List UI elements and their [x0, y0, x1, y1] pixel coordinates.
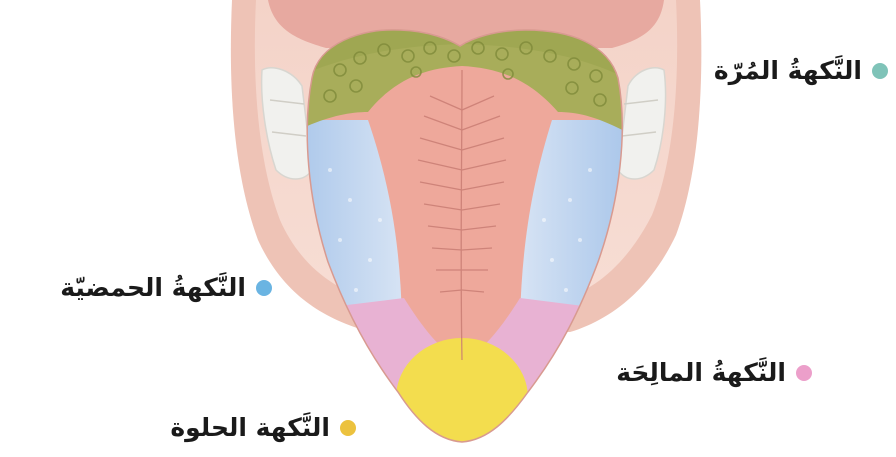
sour-taste-text: النَّكهةُ الحمضيّة [60, 273, 246, 302]
sweet-taste-label: النَّكهة الحلوة [170, 413, 356, 442]
bitter-taste-label: النَّكهةُ المُرّة [714, 56, 888, 85]
salty-taste-text: النَّكهةُ المالِحَة [616, 358, 786, 387]
sweet-dot [340, 420, 356, 436]
salty-taste-label: النَّكهةُ المالِحَة [616, 358, 812, 387]
tongue [290, 20, 630, 457]
sour-dot [256, 280, 272, 296]
sweet-taste-text: النَّكهة الحلوة [170, 413, 330, 442]
bitter-taste-text: النَّكهةُ المُرّة [714, 56, 862, 85]
sour-taste-label: النَّكهةُ الحمضيّة [60, 273, 272, 302]
bitter-dot [872, 63, 888, 79]
salty-dot [796, 365, 812, 381]
